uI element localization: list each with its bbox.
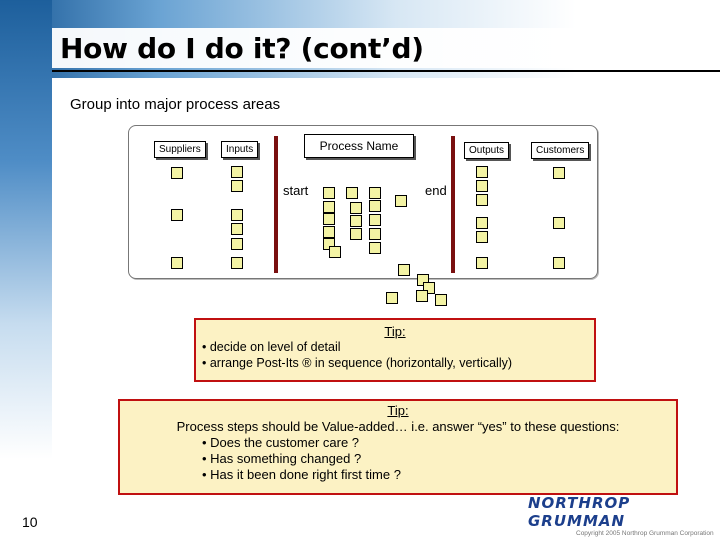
post-it-note <box>369 214 381 226</box>
process-start-bar <box>274 136 278 273</box>
post-it-note <box>171 167 183 179</box>
post-it-note <box>398 264 410 276</box>
post-it-note <box>553 167 565 179</box>
tip1-bullet: • decide on level of detail <box>202 340 341 354</box>
tip1-bullet: • arrange Post-Its ® in sequence (horizo… <box>202 356 513 370</box>
tip-box-value-added: Tip: Process steps should be Value-added… <box>118 399 678 495</box>
left-decor-band <box>0 0 52 540</box>
tip1-heading: Tip: <box>384 324 406 339</box>
post-it-note <box>231 180 243 192</box>
page-number: 10 <box>22 514 38 530</box>
post-it-note <box>231 209 243 221</box>
title-underline <box>52 70 720 72</box>
post-it-note <box>329 246 341 258</box>
post-it-note <box>476 166 488 178</box>
post-it-note <box>323 187 335 199</box>
company-logo: NORTHROP GRUMMAN <box>528 494 631 530</box>
post-it-note <box>350 228 362 240</box>
post-it-note <box>346 187 358 199</box>
page-title: How do I do it? (cont’d) <box>60 32 424 65</box>
post-it-note <box>350 215 362 227</box>
post-it-note <box>323 201 335 213</box>
post-it-note <box>171 257 183 269</box>
post-it-note <box>476 217 488 229</box>
post-it-note <box>416 290 428 302</box>
post-it-note <box>476 231 488 243</box>
post-it-note <box>395 195 407 207</box>
post-it-note <box>476 180 488 192</box>
end-label: end <box>425 183 447 198</box>
tip2-bullet: • Has something changed ? <box>202 451 362 466</box>
tip-box-detail: Tip: • decide on level of detail • arran… <box>194 318 596 382</box>
post-it-note <box>386 292 398 304</box>
post-it-note <box>553 217 565 229</box>
copyright-text: Copyright 2005 Northrop Grumman Corporat… <box>576 530 714 537</box>
post-it-note <box>231 166 243 178</box>
post-it-note <box>323 226 335 238</box>
customers-label: Customers <box>531 142 590 159</box>
tip2-bullet: • Has it been done right first time ? <box>202 467 401 482</box>
post-it-note <box>231 238 243 250</box>
title-backdrop <box>52 28 720 68</box>
post-it-note <box>231 257 243 269</box>
process-name-label: Process Name <box>304 134 414 158</box>
tip2-bullet: • Does the customer care ? <box>202 435 360 450</box>
post-it-note <box>369 200 381 212</box>
post-it-note <box>476 194 488 206</box>
post-it-note <box>369 228 381 240</box>
tip2-intro: Process steps should be Value-added… i.e… <box>176 419 620 434</box>
post-it-note <box>435 294 447 306</box>
post-it-note <box>350 202 362 214</box>
outputs-label: Outputs <box>464 142 510 159</box>
post-it-note <box>553 257 565 269</box>
post-it-note <box>231 223 243 235</box>
post-it-note <box>369 187 381 199</box>
process-end-bar <box>451 136 455 273</box>
post-it-note <box>171 209 183 221</box>
post-it-note <box>323 213 335 225</box>
inputs-label: Inputs <box>221 141 259 158</box>
suppliers-label: Suppliers <box>154 141 206 158</box>
post-it-note <box>476 257 488 269</box>
start-label: start <box>283 183 309 198</box>
subtitle: Group into major process areas <box>70 96 281 113</box>
tip2-heading: Tip: <box>387 403 409 418</box>
post-it-note <box>369 242 381 254</box>
